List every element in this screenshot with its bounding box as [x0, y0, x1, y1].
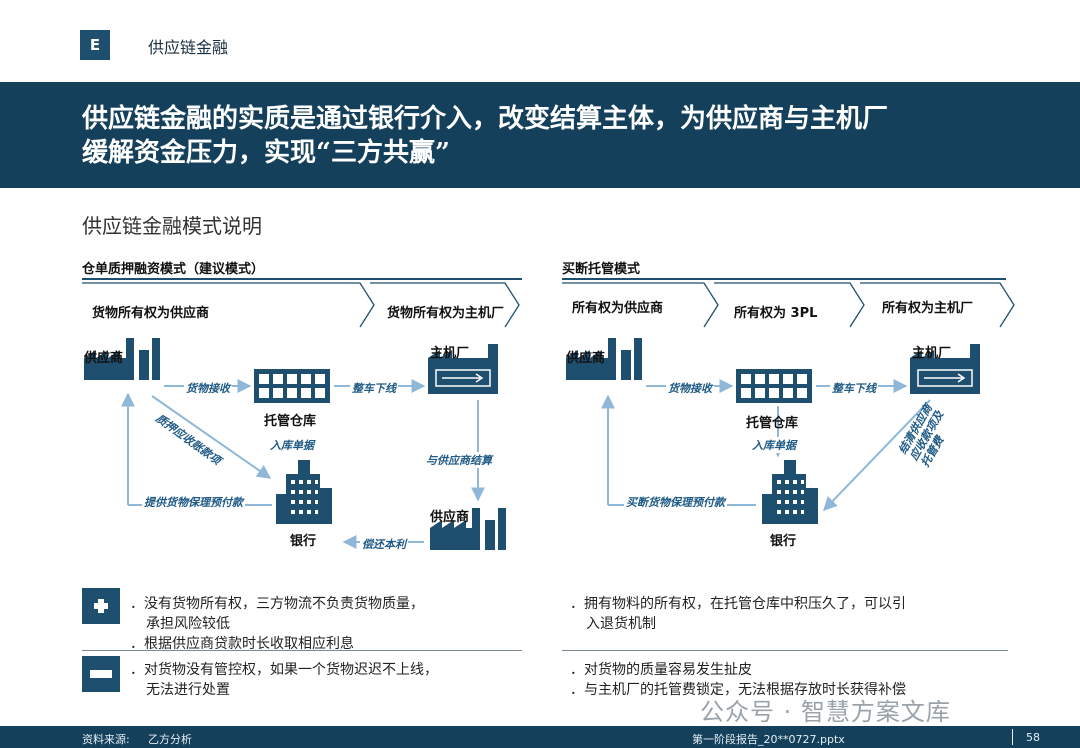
left-pro-line-1: ．没有货物所有权，三方物流不负责货物质量，: [130, 596, 424, 612]
right-step-2: 所有权为 3PL: [734, 306, 818, 321]
right-con-line-2: ．与主机厂的托管费锁定，无法根据存放时长获得补偿: [570, 682, 906, 698]
left-pros-list: ．没有货物所有权，三方物流不负责货物质量， 承担风险较低 ．根据供应商贷款时长收…: [130, 594, 424, 654]
left-step-2: 货物所有权为主机厂: [387, 306, 505, 321]
right-cons-list: ．对货物的质量容易发生扯皮 ．与主机厂的托管费锁定，无法根据存放时长获得补偿: [570, 660, 906, 700]
left-step-1: 货物所有权为供应商: [92, 306, 210, 321]
page-title-line1: 供应链金融的实质是通过银行介入，改变结算主体，为供应商与主机厂: [82, 104, 889, 134]
page-title-line2: 缓解资金压力，实现“三方共赢”: [82, 138, 450, 168]
footer-source-label: 资料来源:: [82, 733, 130, 746]
left-flow-receive: 货物接收: [184, 380, 232, 396]
left-node-supplier: 供应商: [84, 351, 124, 366]
footer-page-number: 58: [1026, 731, 1040, 744]
left-node-bank: 银行: [290, 534, 317, 549]
page-title: 供应链金融的实质是通过银行介入，改变结算主体，为供应商与主机厂 缓解资金压力，实…: [82, 102, 1022, 170]
left-flow-arrows: [121, 379, 485, 549]
left-cons-list: ．对货物没有管控权，如果一个货物迟迟不上线， 无法进行处置: [130, 660, 438, 700]
right-panel-rule: [562, 278, 1006, 280]
right-pro-line-1: ．拥有物料的所有权，在托管仓库中积压久了，可以引: [570, 596, 906, 612]
right-node-warehouse: 托管仓库: [746, 416, 799, 431]
footer-filename: 第一阶段报告_20**0727.pptx: [692, 733, 845, 746]
right-flow-buyout: 买断货物保理预付款: [624, 494, 727, 510]
right-con-line-1: ．对货物的质量容易发生扯皮: [570, 662, 752, 678]
left-bank-icon: [276, 460, 332, 524]
right-ownership-chevrons: [562, 282, 1015, 328]
left-con-line-2: 无法进行处置: [146, 682, 230, 698]
left-pro-line-3: ．根据供应商贷款时长收取相应利息: [130, 636, 354, 652]
right-flow-receive: 货物接收: [666, 380, 714, 396]
section-badge: E: [80, 30, 110, 60]
left-flow-repay: 偿还本利: [360, 536, 408, 552]
left-flow-settle: 与供应商结算: [424, 452, 494, 468]
right-node-supplier: 供应商: [566, 351, 606, 366]
left-flow-receipt: 入库单据: [268, 437, 316, 453]
right-step-1: 所有权为供应商: [572, 301, 664, 316]
footer-bar: [0, 726, 1080, 748]
right-step-3: 所有权为主机厂: [882, 301, 974, 316]
left-node-warehouse: 托管仓库: [264, 414, 317, 429]
left-node-supplier2: 供应商: [430, 510, 470, 525]
right-node-oem: 主机厂: [912, 346, 952, 361]
right-pros-list: ．拥有物料的所有权，在托管仓库中积压久了，可以引 入退货机制: [570, 594, 906, 634]
right-flow-receipt: 入库单据: [750, 437, 798, 453]
left-con-line-1: ．对货物没有管控权，如果一个货物迟迟不上线，: [130, 662, 438, 678]
left-pro-line-2: 承担风险较低: [146, 616, 230, 632]
right-panel-title: 买断托管模式: [562, 262, 641, 277]
right-bank-icon: [762, 460, 818, 524]
left-node-oem: 主机厂: [430, 346, 470, 361]
left-divider: [82, 650, 522, 651]
right-warehouse-icon: [736, 369, 812, 403]
left-panel-rule: [82, 278, 522, 280]
right-pro-line-2: 入退货机制: [586, 616, 656, 632]
left-flow-advance: 提供货物保理预付款: [142, 494, 245, 510]
title-banner: [0, 82, 1080, 188]
left-warehouse-icon: [254, 369, 330, 403]
left-flow-online: 整车下线: [350, 380, 398, 396]
subtitle: 供应链金融模式说明: [82, 214, 262, 238]
footer-separator: [1012, 729, 1013, 745]
footer-source-value: 乙方分析: [148, 733, 192, 746]
right-node-bank: 银行: [770, 534, 797, 549]
left-ownership-chevrons: [82, 282, 520, 328]
watermark-text: 公众号 · 智慧方案文库: [700, 698, 951, 726]
section-title: 供应链金融: [148, 38, 229, 57]
right-flow-online: 整车下线: [830, 380, 878, 396]
right-divider: [562, 650, 1008, 651]
left-panel-title: 仓单质押融资模式（建议模式）: [82, 262, 265, 277]
